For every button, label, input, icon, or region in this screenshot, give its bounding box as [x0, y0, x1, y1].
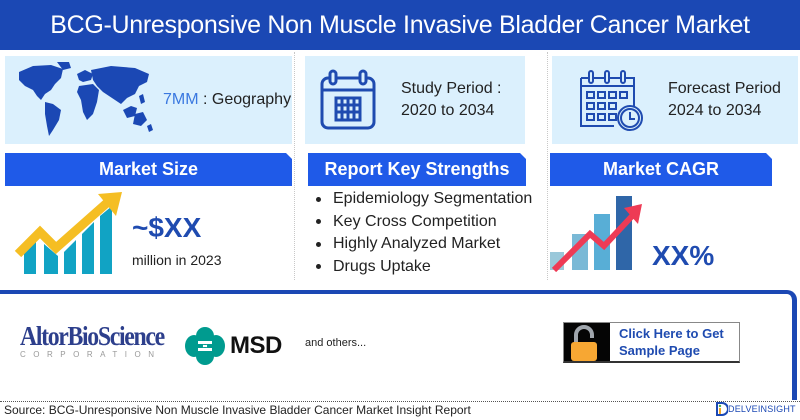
column-divider	[547, 52, 548, 280]
world-map-icon	[19, 62, 153, 136]
delveinsight-mark-icon	[716, 402, 728, 416]
sample-button-label: Click Here to Get Sample Page	[619, 326, 724, 358]
msd-logo-text: MSD	[230, 332, 282, 359]
column-divider	[294, 52, 295, 280]
lock-box	[564, 323, 610, 361]
unlock-icon	[571, 325, 597, 361]
altor-bioscience-logo: AltorBioScience CORPORATION	[20, 321, 165, 360]
get-sample-page-button[interactable]: Click Here to Get Sample Page	[563, 322, 740, 363]
page-header: BCG-Unresponsive Non Muscle Invasive Bla…	[0, 0, 800, 50]
page-title: BCG-Unresponsive Non Muscle Invasive Bla…	[50, 10, 750, 39]
source-text: Source: BCG-Unresponsive Non Muscle Inva…	[4, 403, 471, 417]
market-size-subtitle: million in 2023	[132, 252, 222, 268]
delveinsight-logo: DELVEINSIGHT	[716, 402, 796, 416]
forecast-period-box: Forecast Period 2024 to 2034	[552, 56, 798, 144]
study-period-box: Study Period : 2020 to 2034	[305, 56, 525, 144]
list-item: Epidemiology Segmentation	[316, 188, 532, 211]
calendar-icon	[320, 69, 376, 130]
msd-logo-icon	[185, 327, 225, 365]
geography-label: 7MM : Geography	[163, 91, 292, 108]
geography-highlight: 7MM	[163, 91, 199, 108]
bullet-icon	[316, 264, 321, 270]
list-item: Highly Analyzed Market	[316, 233, 532, 256]
calendar-clock-icon	[580, 70, 643, 131]
market-cagr-value: XX%	[652, 240, 715, 271]
key-strengths-list: Epidemiology Segmentation Key Cross Comp…	[316, 188, 532, 278]
companies-frame	[0, 290, 797, 400]
rising-bars-icon	[550, 196, 642, 272]
bullet-icon	[316, 219, 321, 225]
list-item: Key Cross Competition	[316, 211, 532, 234]
footer-divider	[0, 401, 800, 402]
market-size-value: ~$XX	[132, 212, 202, 243]
growth-chart-icon	[14, 192, 122, 274]
bullet-icon	[316, 196, 321, 202]
study-period-text: Study Period : 2020 to 2034	[401, 80, 502, 119]
others-label: and others...	[305, 337, 367, 349]
market-size-heading: Market Size	[5, 153, 292, 186]
geography-box: 7MM : Geography	[5, 56, 292, 144]
list-item: Drugs Uptake	[316, 256, 532, 279]
key-strengths-heading: Report Key Strengths	[308, 153, 526, 186]
bullet-icon	[316, 241, 321, 247]
forecast-period-text: Forecast Period 2024 to 2034	[668, 80, 781, 119]
market-cagr-heading: Market CAGR	[550, 153, 772, 186]
